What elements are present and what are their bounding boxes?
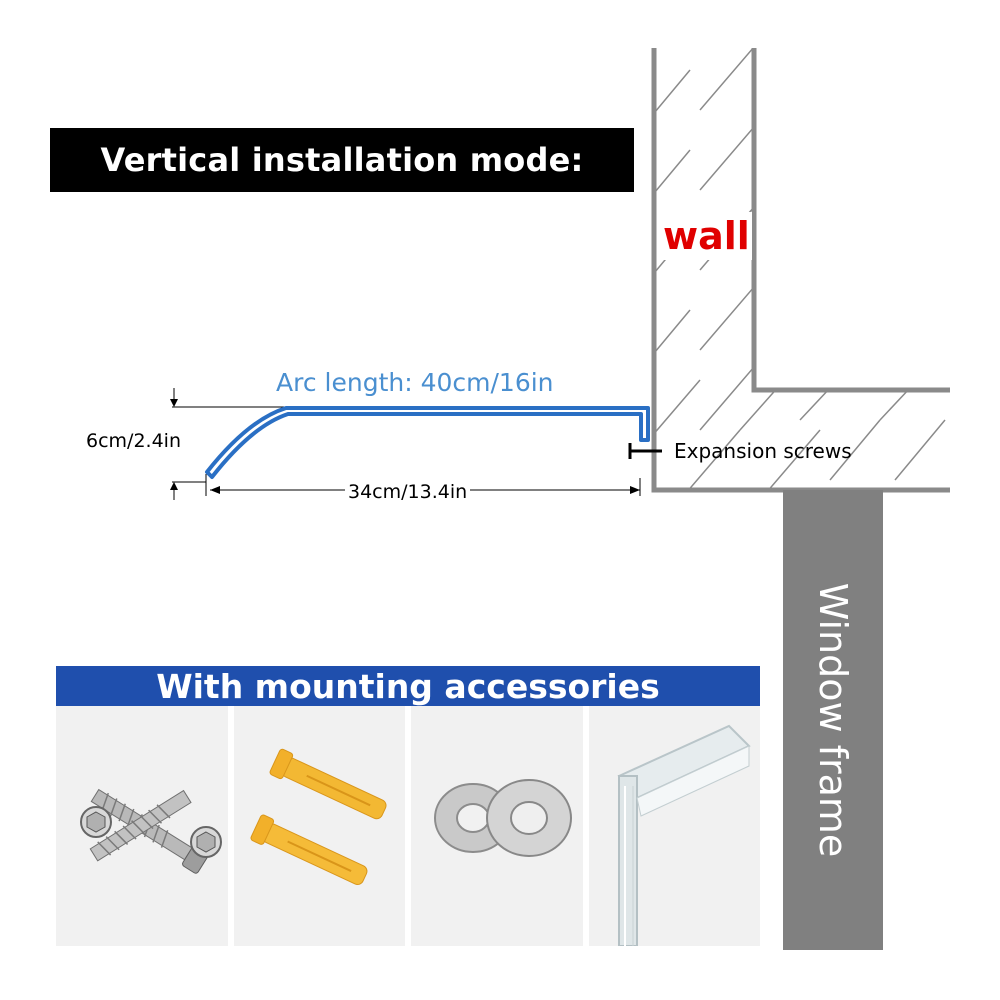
washers-photo [411, 706, 583, 946]
accessories-title: With mounting accessories [56, 666, 760, 706]
height-label: 6cm/2.4in [86, 430, 181, 452]
seal-strip-photo [588, 706, 760, 946]
deflector-profile [205, 406, 650, 479]
wall-plugs-photo [233, 706, 405, 946]
arc-length-label: Arc length: 40cm/16in [276, 368, 554, 397]
metal-washers-icon [434, 779, 572, 857]
self-drilling-screws-icon [80, 788, 222, 874]
clear-seal-strip-icon [616, 724, 751, 946]
screws-photo [56, 706, 228, 946]
page-title: Vertical installation mode: [50, 128, 634, 192]
accessories-photos [56, 706, 760, 946]
expansion-screws-label: Expansion screws [674, 439, 852, 463]
width-label: 34cm/13.4in [345, 479, 471, 505]
wall-label: wall [663, 212, 752, 260]
yellow-wall-plugs-icon [250, 748, 387, 886]
window-frame [783, 490, 883, 950]
